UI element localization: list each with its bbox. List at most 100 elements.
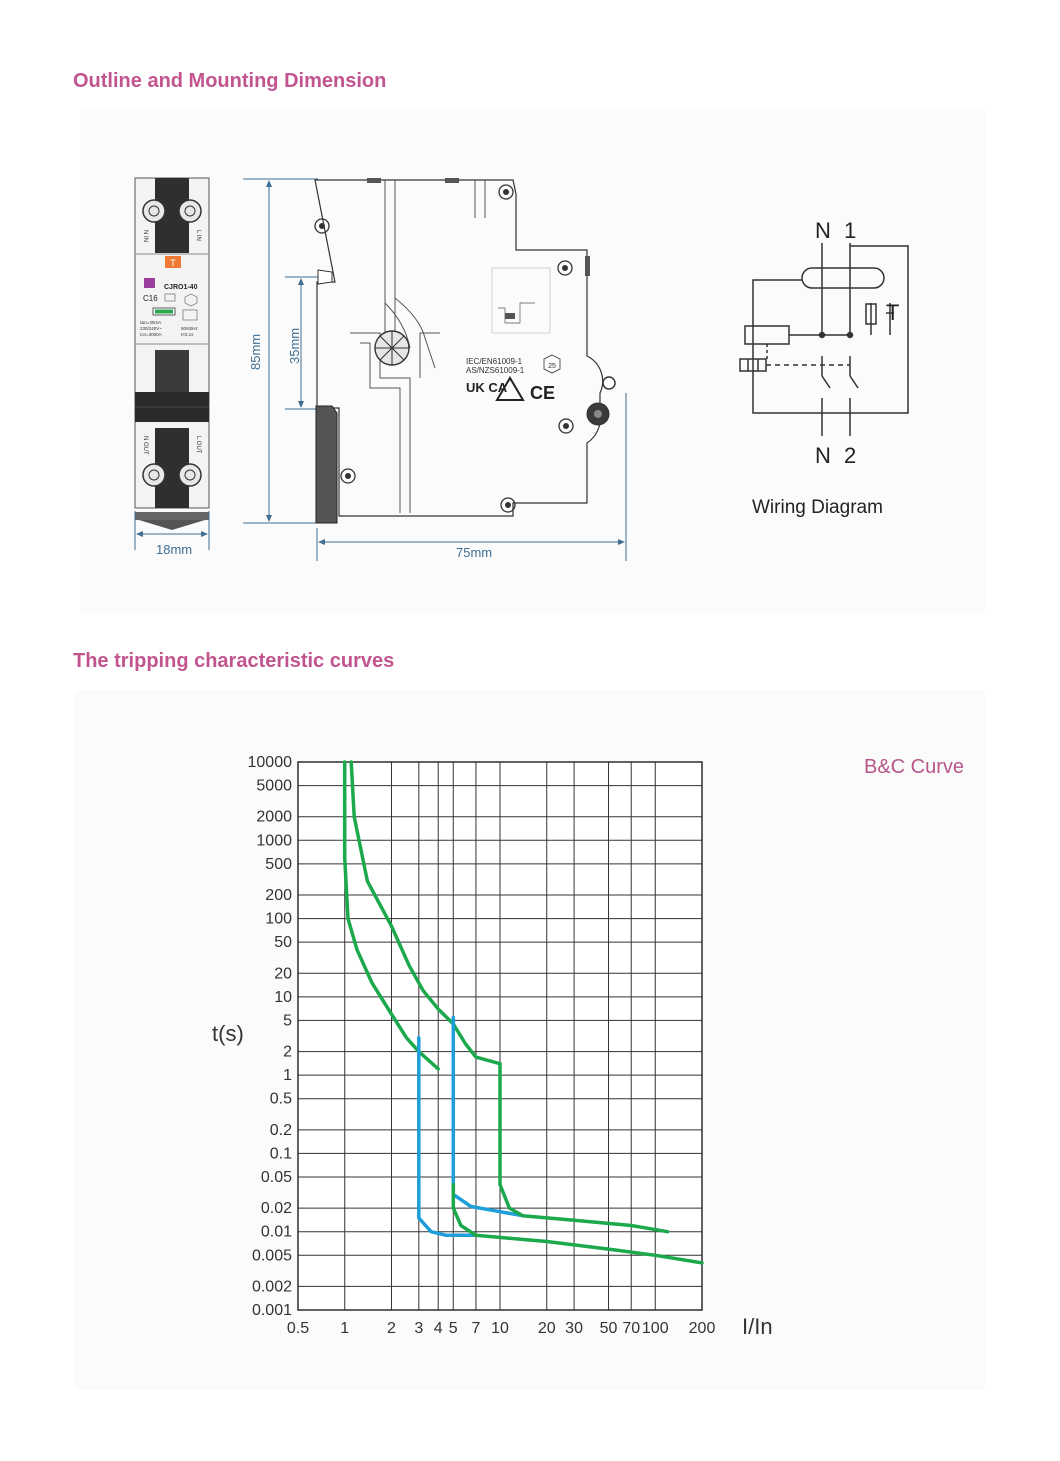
temperature-badge-label: 25 [548,363,556,370]
wiring-terminal-top-1: 1 [844,218,856,243]
x-tick-label: 4 [434,1320,443,1337]
trip-curve-5 [451,1182,704,1265]
standard-mark: IEC/EN61009-1 [466,357,523,366]
spec-left-line: 230/240V~ [140,326,162,331]
dimension-width-front: 18mm [134,511,210,557]
x-tick-label: 10 [491,1320,509,1337]
chart-y-axis-label: t(s) [212,1021,244,1046]
wiring-test-label: T [886,300,899,325]
wiring-terminal-bottom-n: N [815,443,831,468]
x-tick-label: 30 [565,1320,583,1337]
x-tick-label: 2 [387,1320,396,1337]
x-tick-label: 7 [471,1320,480,1337]
spec-left-line: IΔn=30mA [140,320,161,325]
device-rating: C16 [143,294,158,303]
y-tick-label: 500 [265,856,292,873]
terminal-screw-icon [178,199,202,223]
y-tick-label: 2 [283,1044,292,1061]
mounting-screw-icon [500,497,516,513]
y-tick-label: 0.005 [252,1247,292,1264]
trip-curve-2 [349,760,502,1066]
brand-logo-icon [144,278,155,288]
internal-schematic [491,267,551,334]
temperature-badge-icon [543,354,561,374]
mounting-screw-icon [557,260,573,276]
ce-mark: CE [530,383,555,403]
x-tick-label: 1 [340,1320,349,1337]
y-tick-label: 10 [274,989,292,1006]
din-clip [315,405,338,524]
x-tick-label: 50 [600,1320,618,1337]
outline-drawing: N IN L IN N OUT L OUT T CJRO1-40 C16 IΔn… [134,177,909,561]
mounting-screw-icon [558,418,574,434]
y-tick-label: 10000 [248,754,293,771]
terminal-label-l-in: L IN [195,230,201,241]
dimension-depth: 75mm [316,393,627,561]
wiring-terminal-top-n: N [815,218,831,243]
wiring-diagram: N 1 T N [739,218,909,518]
dimension-width-front-label: 18mm [156,542,192,557]
y-tick-label: 0.5 [270,1091,292,1108]
terminal-label-n-out: N OUT [142,436,148,455]
terminal-screw-icon [178,463,202,487]
terminal-label-n-in: N IN [142,230,148,242]
wiring-diagram-label: Wiring Diagram [752,497,883,518]
terminal-screw-icon [142,199,166,223]
dimension-height: 85mm [243,178,318,524]
dimension-din-height-label: 35mm [287,328,302,364]
spec-left-line: Icn=3000A [140,332,162,337]
trip-curve-1 [342,760,440,1071]
toggle-handle [155,350,189,392]
chart-title: B&C Curve [864,756,964,778]
x-tick-label: 3 [414,1320,423,1337]
y-tick-label: 0.01 [261,1224,292,1241]
y-tick-label: 100 [265,911,292,928]
x-tick-label: 200 [689,1320,716,1337]
test-button-icon [602,376,616,390]
y-tick-label: 0.002 [252,1278,292,1295]
rcm-mark-icon [495,376,525,401]
spec-right-line: 50/60Hz [181,326,199,331]
terminal-label-l-out: L OUT [195,436,201,454]
y-tick-label: 1000 [256,832,292,849]
x-tick-label: 0.5 [287,1320,309,1337]
test-button-label: T [170,258,176,268]
y-tick-label: 0.1 [270,1145,292,1162]
dimension-depth-label: 75mm [456,545,492,560]
outline-panel: N IN L IN N OUT L OUT T CJRO1-40 C16 IΔn… [80,108,985,613]
chart-x-axis-label: I/In [742,1314,773,1339]
test-button [165,256,181,268]
device-side-view: IEC/EN61009-1 AS/NZS61009-1 25 UK CA CE [314,178,616,524]
outline-section-title: Outline and Mounting Dimension [73,70,387,92]
x-tick-label: 100 [642,1320,669,1337]
trip-curve-6 [498,1061,670,1234]
y-tick-label: 5000 [256,778,292,795]
device-front-view: N IN L IN N OUT L OUT T CJRO1-40 C16 IΔn… [134,177,210,530]
trip-curve-3 [417,1036,478,1238]
curves-section-title: The tripping characteristic curves [73,650,395,672]
trip-curve-4 [451,1015,525,1218]
y-tick-label: 200 [265,887,292,904]
y-tick-label: 1 [283,1067,292,1084]
y-tick-label: 0.001 [252,1302,292,1319]
spec-right-line: t<0.1s [181,332,194,337]
y-tick-label: 20 [274,965,292,982]
x-tick-label: 20 [538,1320,556,1337]
device-model: CJRO1-40 [164,284,198,291]
standard-mark: AS/NZS61009-1 [466,366,525,375]
y-tick-label: 0.2 [270,1122,292,1139]
dimension-height-label: 85mm [248,334,263,370]
mounting-screw-icon [498,184,514,200]
mounting-screw-icon [314,218,330,234]
y-tick-label: 0.05 [261,1169,292,1186]
ukca-mark: UK CA [466,380,508,395]
wiring-terminal-bottom-2: 2 [844,443,856,468]
y-tick-label: 2000 [256,809,292,826]
x-tick-label: 70 [622,1320,640,1337]
y-tick-label: 5 [283,1012,292,1029]
y-tick-label: 0.02 [261,1200,292,1217]
mounting-screw-icon [340,468,356,484]
terminal-screw-icon [142,463,166,487]
